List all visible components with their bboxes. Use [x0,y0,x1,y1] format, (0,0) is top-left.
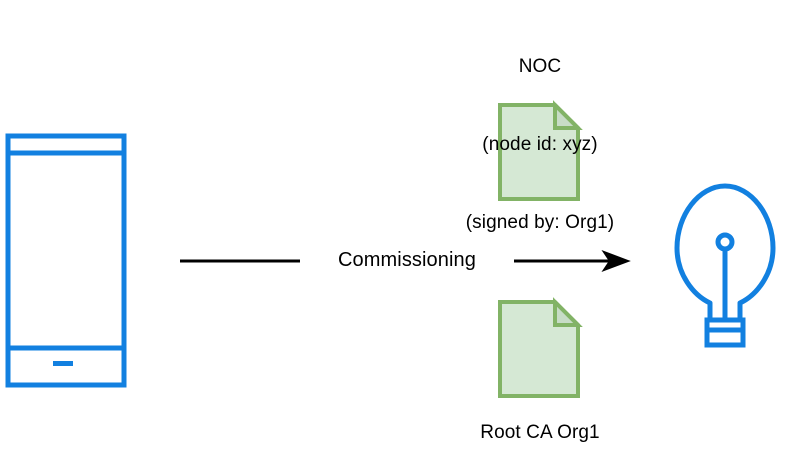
noc-label-line-3: (signed by: Org1) [465,212,615,233]
arrow-head [601,249,631,273]
phone-body [5,133,127,388]
noc-label-line-1: NOC [518,56,562,77]
document-fold [553,297,583,327]
document-icon-root-ca [498,297,583,398]
light-bulb-icon [674,183,776,348]
bulb-filament-node [715,232,735,252]
noc-label-line-2: (node id: xyz) [482,134,598,155]
commissioning-edge-label: Commissioning [300,248,514,272]
mobile-phone-icon [5,133,127,388]
document-fold [553,100,583,130]
bulb-globe [674,183,776,325]
phone-home-indicator [53,361,73,366]
noc-document-label: NOC (node id: xyz) (signed by: Org1) [415,2,665,288]
root-ca-document-label: Root CA Org1 [480,422,600,443]
document-icon-noc [498,100,583,201]
